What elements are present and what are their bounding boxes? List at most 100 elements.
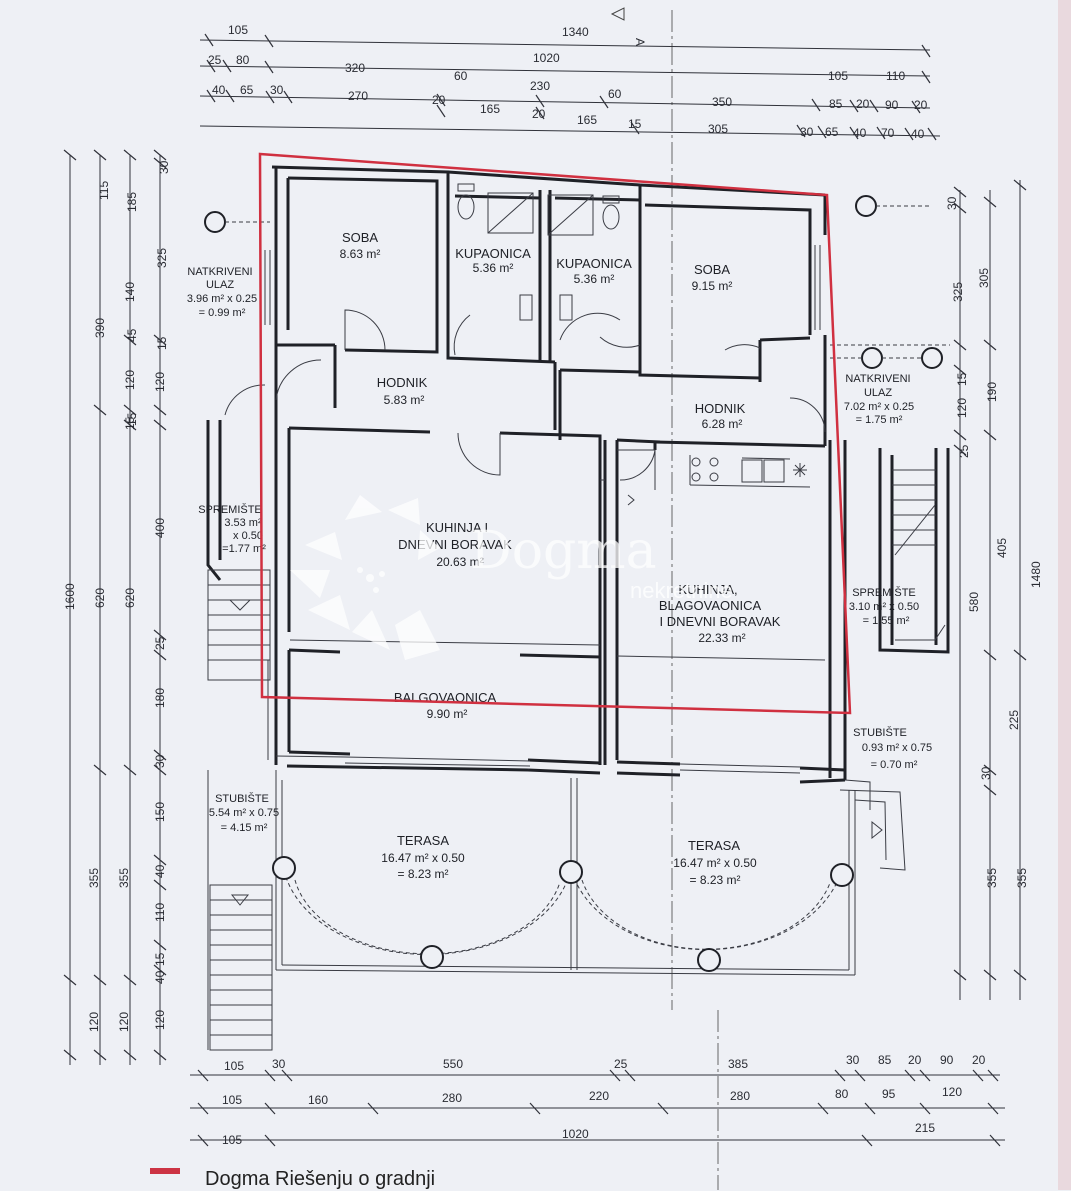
dim-label: 20: [914, 98, 928, 112]
room-name: TERASA: [688, 838, 740, 853]
room-kuhinja-2: KUHINJA, BLAGOVAONICA I DNEVNI BORAVAK 2…: [659, 582, 781, 645]
room-terasa-2: TERASA 16.47 m² x 0.50 = 8.23 m²: [673, 838, 757, 887]
room-natkriveni-ulaz-1: NATKRIVENI ULAZ 3.96 m² x 0.25 = 0.99 m²: [187, 266, 257, 319]
dim-label: 280: [730, 1089, 750, 1103]
section-marker: A: [610, 7, 647, 46]
room-area: 20.63 m²: [436, 555, 483, 569]
dim-label: 60: [608, 87, 622, 101]
dim-label: 165: [577, 113, 597, 127]
room-area: 3.10 m² x 0.50: [849, 601, 919, 613]
dim-label: 15: [155, 336, 169, 350]
dim-label: 280: [442, 1091, 462, 1105]
dim-label: 30: [979, 766, 993, 780]
room-terasa-1: TERASA 16.47 m² x 0.50 = 8.23 m²: [381, 833, 465, 881]
dim-label: 120: [117, 1012, 131, 1032]
room-name: SOBA: [342, 230, 378, 245]
watermark-brand: Dogma: [470, 521, 657, 581]
dim-label: 60: [454, 69, 468, 83]
dim-label: 550: [443, 1057, 463, 1071]
room-area: = 1.55 m²: [863, 615, 910, 627]
room-name: KUHINJA I: [426, 520, 488, 535]
dim-label: 120: [123, 370, 137, 390]
dim-label: 15: [955, 372, 969, 386]
dim-label: 350: [712, 95, 732, 109]
room-area: = 8.23 m²: [397, 867, 448, 881]
room-area: 0.93 m² x 0.75: [862, 742, 932, 754]
dim-label: 30: [846, 1053, 860, 1067]
room-kupaonica-2: KUPAONICA 5.36 m²: [556, 256, 632, 286]
room-name: ULAZ: [864, 387, 892, 399]
room-area: 16.47 m² x 0.50: [673, 856, 757, 870]
dim-label: 230: [530, 79, 550, 93]
left-ticks: [63, 149, 167, 1061]
room-area: = 0.99 m²: [199, 307, 246, 319]
room-name: KUPAONICA: [556, 256, 632, 271]
dim-label: 105: [222, 1133, 242, 1147]
watermark-sub: nekretnine: [630, 578, 733, 603]
dim-label: 30: [800, 125, 814, 139]
room-area: 7.02 m² x 0.25: [844, 401, 914, 413]
dim-label: 105: [224, 1059, 244, 1073]
dim-label: 40: [153, 970, 167, 984]
dim-label: 90: [885, 98, 899, 112]
dim-label: 80: [236, 53, 250, 67]
dim-label: 90: [940, 1053, 954, 1067]
room-balgovaonica: BALGOVAONICA 9.90 m²: [394, 690, 497, 721]
page-edge: [1058, 0, 1071, 1190]
room-kupaonica-1: KUPAONICA 5.36 m²: [455, 246, 531, 275]
dim-label: 355: [117, 868, 131, 888]
dim-label: 85: [829, 97, 843, 111]
dim-label: 120: [153, 372, 167, 392]
room-name: SPREMIŠTE: [852, 586, 916, 599]
dim-label: 355: [1015, 868, 1029, 888]
dim-label: 1480: [1029, 561, 1043, 588]
dim-label: 355: [87, 868, 101, 888]
top-dimension-labels: 105 1340 25 80 1020 320 60 230 60 105 11…: [208, 23, 928, 141]
dim-label: 390: [93, 318, 107, 338]
room-name: STUBIŠTE: [215, 792, 269, 805]
room-area: 9.15 m²: [692, 279, 733, 293]
room-area: 5.83 m²: [384, 393, 425, 407]
right-dimension-labels: 30 305 325 15 120 190 25 405 1480 580 22…: [945, 196, 1043, 888]
dim-label: 220: [589, 1089, 609, 1103]
room-area: 5.54 m² x 0.75: [209, 807, 279, 819]
room-name: KUHINJA,: [678, 582, 737, 597]
dim-label: 85: [878, 1053, 892, 1067]
columns: [204, 195, 943, 972]
dim-label: 45: [125, 328, 139, 342]
bathroom-fixtures: [457, 183, 807, 506]
dim-label: 1020: [533, 51, 560, 65]
dim-label: 110: [886, 69, 905, 83]
dim-label: 25: [957, 444, 971, 458]
dim-label: 65: [240, 83, 254, 97]
dim-label: 20: [856, 97, 870, 111]
room-area: = 1.75 m²: [856, 414, 903, 426]
room-name: NATKRIVENI: [187, 266, 252, 278]
room-area: 6.28 m²: [702, 417, 743, 431]
dim-label: 15: [123, 416, 137, 430]
watermark-text: Dogma nekretnine: [470, 521, 733, 603]
dim-label: 385: [728, 1057, 748, 1071]
dim-label: 105: [828, 69, 848, 83]
footer-accent: [150, 1168, 180, 1174]
dim-label: 15: [125, 412, 139, 426]
room-name: SPREMIŠTE: [198, 503, 262, 516]
svg-text:A: A: [633, 38, 647, 46]
bottom-dimensions: [190, 1074, 1005, 1141]
dim-label: 215: [915, 1121, 935, 1135]
dim-label: 20: [908, 1053, 922, 1067]
room-hodnik-1: HODNIK 5.83 m²: [377, 375, 428, 407]
room-name: KUPAONICA: [455, 246, 531, 261]
room-area: 3.53 m²: [224, 517, 262, 529]
dim-label: 140: [123, 282, 137, 302]
dim-label: 165: [480, 102, 500, 116]
dim-label: 270: [348, 89, 368, 103]
dim-label: 620: [93, 588, 107, 608]
room-name: TERASA: [397, 833, 449, 848]
room-area: 5.36 m²: [473, 261, 514, 275]
footer-text: Dogma Riešenju o gradnji: [205, 1168, 436, 1190]
dim-label: 185: [125, 192, 139, 212]
dim-label: 305: [708, 122, 728, 136]
right-ticks: [953, 179, 1027, 981]
dim-label: 120: [942, 1085, 962, 1099]
